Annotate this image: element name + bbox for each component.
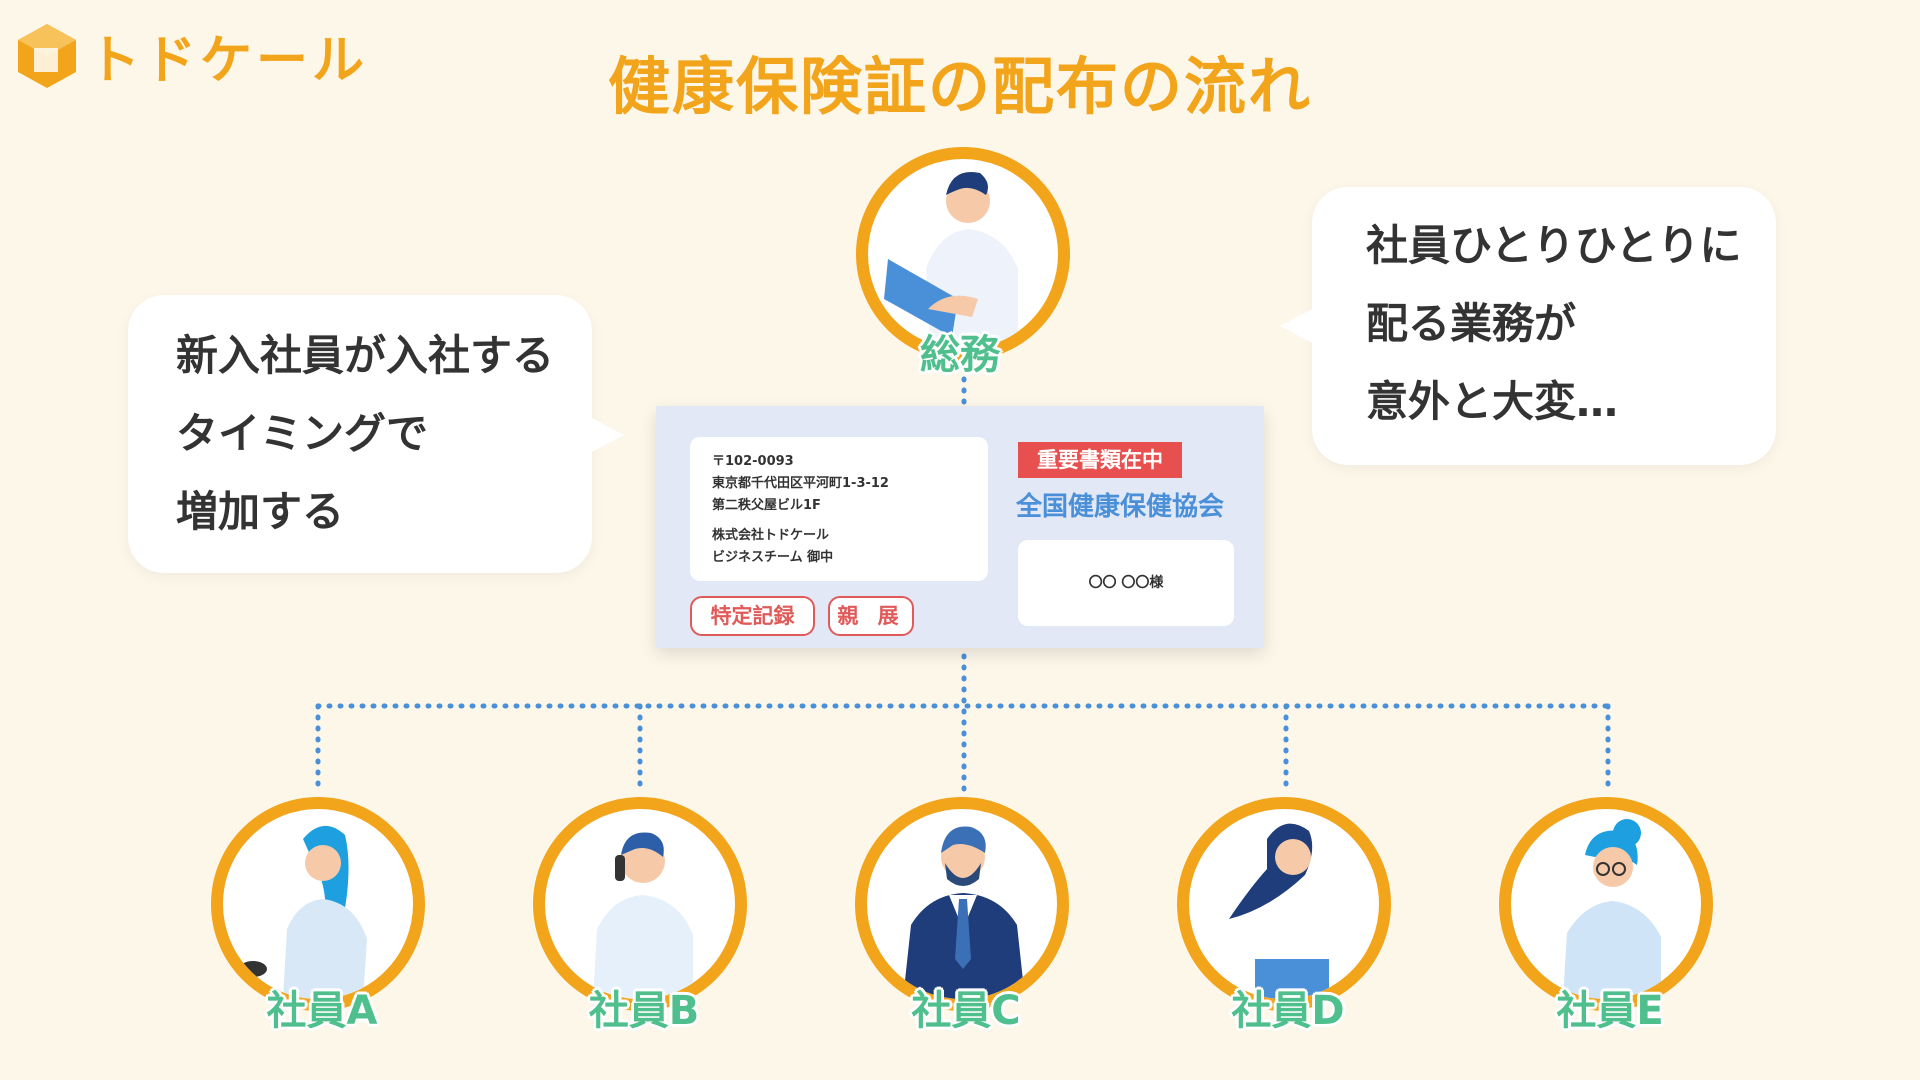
speech-bubble-right: 社員ひとりひとりに 配る業務が 意外と大変… bbox=[1312, 187, 1776, 465]
bubble-left-line-3: 増加する bbox=[176, 487, 345, 536]
general-affairs-label: 総務 bbox=[920, 332, 1000, 378]
bubble-left-line-1: 新入社員が入社する bbox=[176, 331, 555, 380]
address-line-2: 東京都千代田区平河町1-3-12 bbox=[712, 476, 889, 491]
man-on-phone-icon bbox=[593, 832, 693, 999]
recipient-box: 〇〇 〇〇様 bbox=[1018, 540, 1234, 626]
logo-box-icon bbox=[18, 23, 76, 88]
woman-with-glasses-icon bbox=[1563, 819, 1661, 999]
employee-c-label: 社員C bbox=[911, 988, 1021, 1034]
bubble-right-line-2: 配る業務が bbox=[1366, 299, 1577, 348]
important-documents-badge: 重要書類在中 bbox=[1018, 442, 1182, 478]
bubble-right-tail bbox=[1280, 308, 1314, 344]
speech-bubble-left: 新入社員が入社する タイミングで 増加する bbox=[128, 295, 592, 573]
employee-e-label: 社員E bbox=[1556, 988, 1664, 1034]
employee-a-label: 社員A bbox=[266, 988, 378, 1034]
association-name: 全国健康保健協会 bbox=[1016, 492, 1225, 522]
bubble-left-line-2: タイミングで bbox=[176, 409, 429, 458]
woman-employee-icon bbox=[239, 825, 367, 999]
woman-employee-icon bbox=[1229, 823, 1333, 999]
employee-d-label: 社員D bbox=[1231, 988, 1345, 1034]
person-with-laptop-icon bbox=[884, 171, 1018, 349]
employee-b-label: 社員B bbox=[588, 988, 700, 1034]
sender-line-2: ビジネスチーム 御中 bbox=[712, 550, 834, 565]
stamp-registered: 特定記録 bbox=[690, 596, 815, 636]
man-in-suit-icon bbox=[903, 826, 1025, 999]
employee-d-avatar bbox=[1177, 797, 1391, 1011]
bubble-right-line-1: 社員ひとりひとりに bbox=[1366, 221, 1742, 270]
stamp-confidential: 親 展 bbox=[828, 596, 914, 636]
brand-logo: トドケール bbox=[14, 18, 368, 93]
address-box: 〒102-0093 東京都千代田区平河町1-3-12 第二秩父屋ビル1F 株式会… bbox=[690, 437, 988, 581]
bubble-right-line-3: 意外と大変… bbox=[1366, 377, 1619, 426]
page-title: 健康保険証の配布の流れ bbox=[607, 50, 1312, 123]
bubble-left-tail bbox=[590, 417, 624, 453]
envelope: 〒102-0093 東京都千代田区平河町1-3-12 第二秩父屋ビル1F 株式会… bbox=[656, 406, 1264, 648]
sender-line-1: 株式会社トドケール bbox=[712, 528, 830, 543]
address-line-1: 〒102-0093 bbox=[712, 454, 794, 469]
brand-name: トドケール bbox=[88, 31, 369, 91]
address-line-3: 第二秩父屋ビル1F bbox=[712, 498, 821, 513]
